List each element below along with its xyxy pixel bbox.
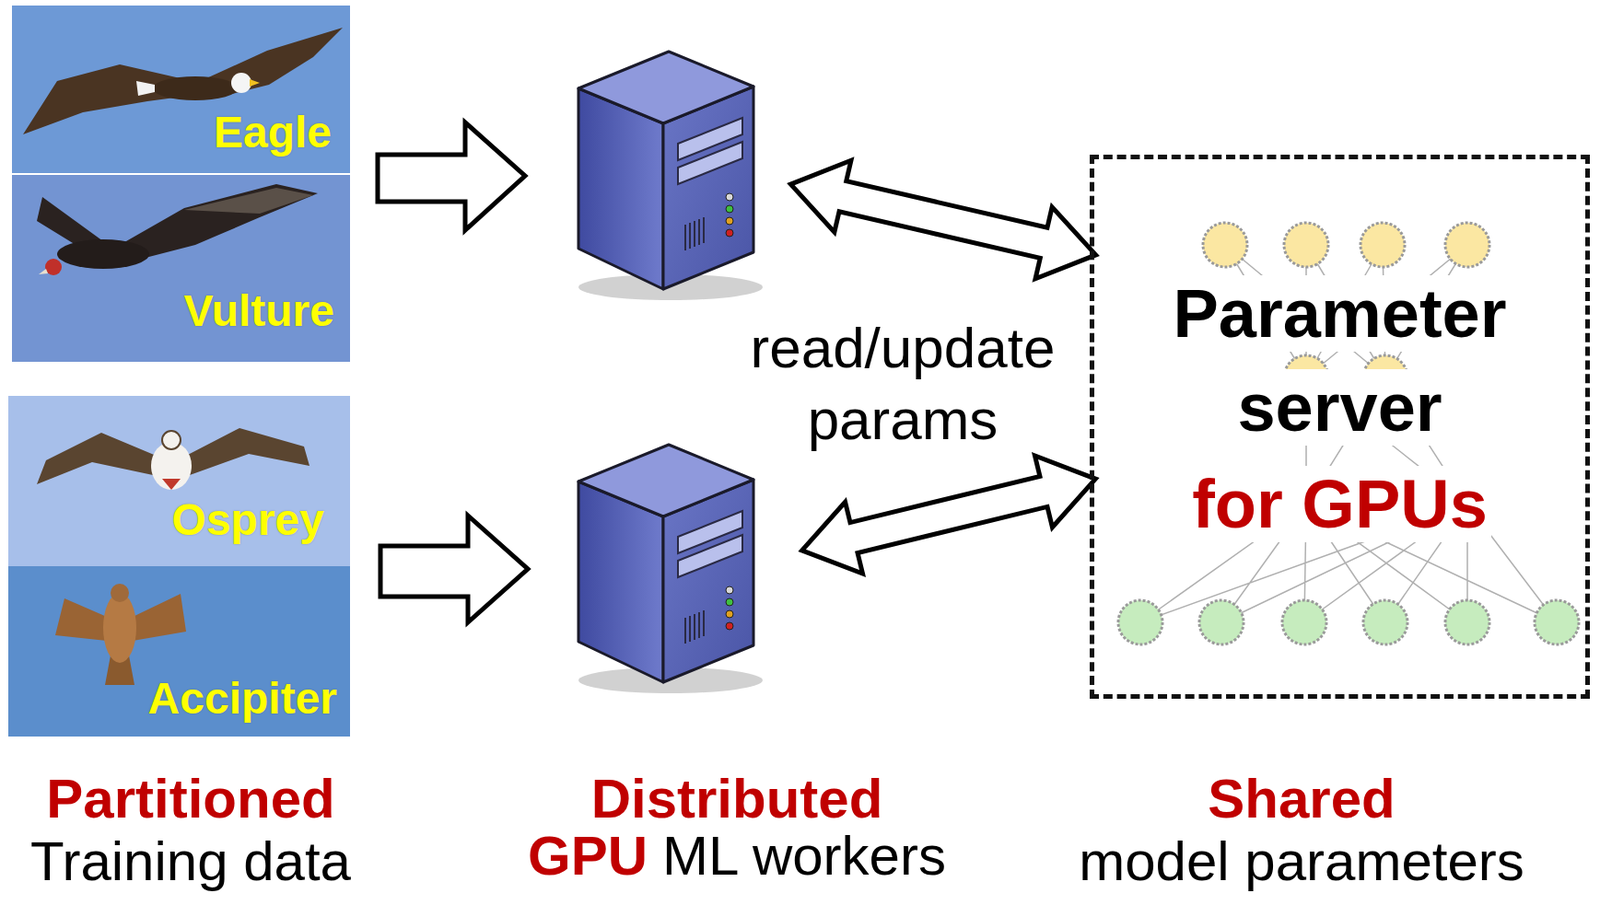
species-label: Osprey <box>172 498 325 543</box>
server-icon <box>578 444 763 694</box>
flow-arrow <box>377 122 526 231</box>
double-arrow-part <box>782 148 1104 292</box>
photo-eagle-part <box>231 72 252 94</box>
server-title-block: for GPUs <box>1123 457 1557 552</box>
photo-eagle-part <box>23 64 189 135</box>
caption-keyword: GPU <box>527 825 648 888</box>
photo-tile: Eagle <box>11 5 351 174</box>
neural-network-part <box>1140 245 1557 623</box>
double-arrow <box>782 148 1104 292</box>
photo-tile: Accipiter <box>8 566 351 737</box>
photo-eagle-part <box>152 76 238 101</box>
photo-eagle-part <box>249 79 260 87</box>
server-title-block: Parameter server <box>1123 267 1557 456</box>
species-label: Accipiter <box>148 677 338 722</box>
neural-network-part-part <box>1534 600 1579 645</box>
flow-arrow <box>380 515 528 623</box>
species-label: Vulture <box>183 289 335 334</box>
photo-vulture-part <box>38 268 48 275</box>
server-title: Parameter server <box>1168 275 1510 446</box>
caption-keyword: Shared <box>979 770 1600 830</box>
photo-accipiter-part <box>55 598 107 642</box>
photo-vulture-part <box>184 187 314 214</box>
server-icon <box>578 51 763 301</box>
parameter-server-box: Parameter server for GPUs <box>1089 154 1590 700</box>
photo-osprey-part <box>184 428 310 476</box>
species-label: Eagle <box>213 110 332 155</box>
neural-network-part-part <box>1118 600 1163 645</box>
photo-accipiter <box>8 566 351 737</box>
arrow-label: read/update params <box>736 312 1069 456</box>
photo-osprey-part <box>162 431 181 450</box>
photo-vulture-part <box>119 184 318 260</box>
photo-eagle-part <box>11 5 351 174</box>
neural-network-part-part <box>1360 222 1405 268</box>
caption-text: ML workers <box>662 825 946 888</box>
neural-network-part-part <box>1445 600 1490 645</box>
caption-text: model parameters <box>979 832 1600 892</box>
photo-eagle-part <box>136 81 155 96</box>
photo-tile: Osprey <box>8 396 351 567</box>
photo-eagle <box>11 5 351 174</box>
photo-vulture-part <box>57 239 150 269</box>
photo-osprey-part <box>8 396 351 567</box>
neural-network-part-part <box>1199 600 1244 645</box>
caption-text: Training data <box>0 832 514 892</box>
neural-network-part-part <box>1445 222 1490 268</box>
neural-network-part-part <box>1282 600 1327 645</box>
photo-vulture-part <box>11 175 351 363</box>
photo-accipiter-part <box>110 583 129 603</box>
neural-network-part-part <box>1284 222 1329 268</box>
neural-network-part-part <box>1202 222 1248 268</box>
photo-vulture <box>11 175 351 363</box>
photo-accipiter-part <box>103 593 137 664</box>
caption-keyword: Distributed <box>414 770 1060 830</box>
photo-osprey <box>8 396 351 567</box>
server-subtitle: for GPUs <box>1188 466 1492 543</box>
double-arrow-part <box>793 443 1105 586</box>
caption-line: GPUML workers <box>368 827 1106 900</box>
photo-accipiter-part <box>132 594 187 642</box>
photo-osprey-part <box>36 432 159 485</box>
photo-tile: Vulture <box>11 175 351 363</box>
caption-keyword: Partitioned <box>0 770 514 830</box>
double-arrow <box>793 443 1105 586</box>
neural-network-part <box>1118 600 1579 645</box>
neural-network <box>1118 222 1579 645</box>
neural-network-part-part <box>1363 600 1408 645</box>
photo-accipiter-part <box>8 566 351 737</box>
photo-osprey-part <box>162 478 181 491</box>
